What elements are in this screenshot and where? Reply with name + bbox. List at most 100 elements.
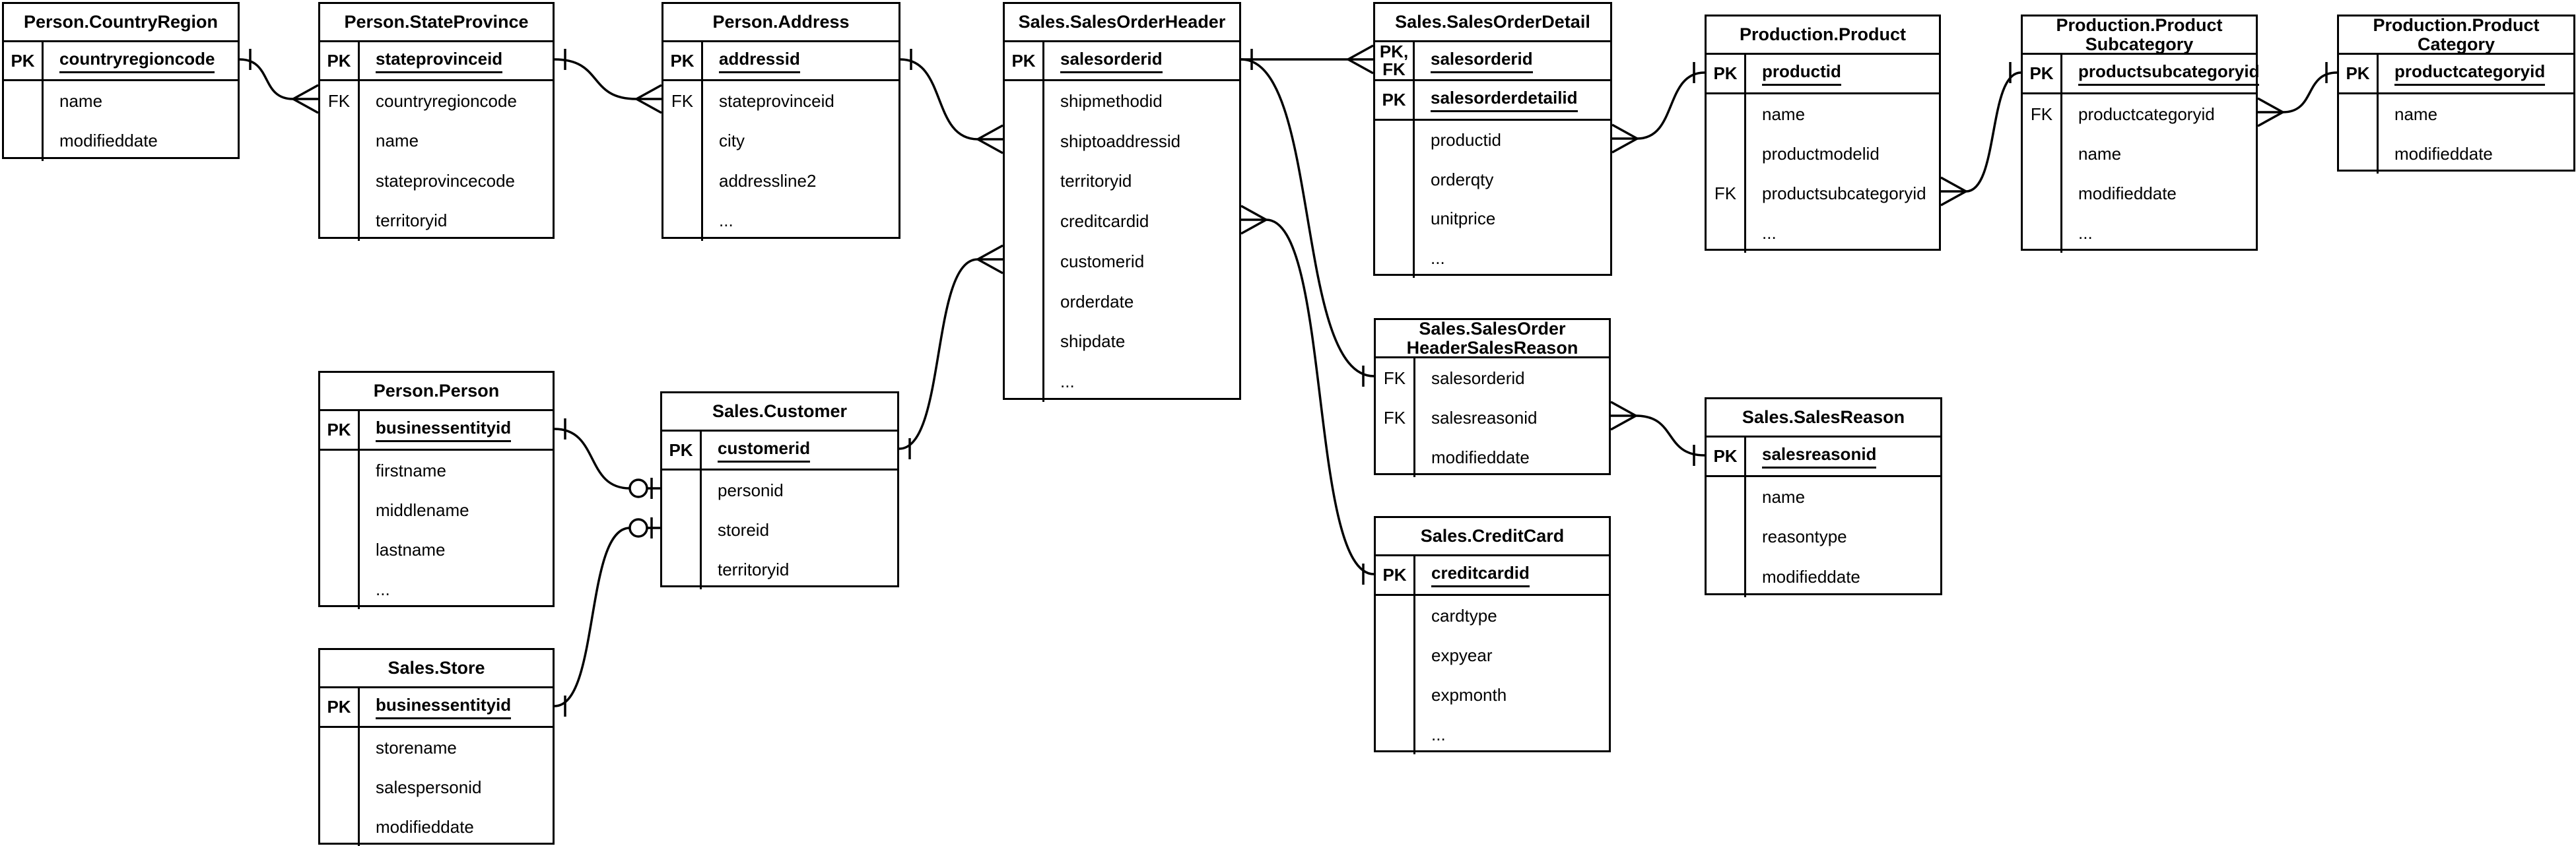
connector-glyph-segment: [1347, 58, 1374, 75]
entity-title: Person.StateProvince: [320, 4, 553, 42]
field-name: cardtype: [1431, 605, 1497, 626]
key-badge: FK: [663, 81, 703, 121]
connector-glyph-segment: [977, 124, 1003, 141]
field-cell: businessentityid: [360, 411, 553, 449]
field-name: customerid: [1060, 251, 1145, 271]
connector-glyph-segment: [2257, 97, 2284, 114]
field-cell: ...: [703, 201, 898, 242]
table-row: PK customerid: [662, 432, 897, 471]
field-name: productmodelid: [1762, 143, 1880, 164]
key-field-name: salesreasonid: [1762, 444, 1877, 469]
field-cell: countryregioncode: [44, 42, 238, 79]
key-badge-empty: [1005, 121, 1044, 162]
entity-title-line: Production.Product: [1740, 24, 1906, 44]
field-name: name: [59, 90, 103, 111]
field-cell: customerid: [702, 432, 897, 469]
key-badge: PK: [1005, 42, 1044, 79]
key-badge: PK: [662, 432, 702, 469]
connector-line: [1965, 71, 2021, 193]
field-cell: ...: [1415, 239, 1610, 278]
field-name: shipdate: [1060, 331, 1126, 352]
connector-glyph-segment: [977, 258, 1003, 275]
entity-title: Sales.SalesOrderDetail: [1375, 4, 1610, 42]
table-row: modifieddate: [1376, 438, 1609, 477]
field-cell: name: [2379, 94, 2573, 134]
field-cell: creditcardid: [1044, 201, 1239, 242]
connector-glyph-segment: [1611, 137, 1638, 154]
zero-circle-glyph: [628, 518, 648, 538]
field-cell: countryregioncode: [360, 81, 553, 121]
table-row: name: [320, 121, 553, 161]
key-badge-empty: [2339, 134, 2379, 174]
connector-salesorderheader-salesorderdetail: [1241, 44, 1374, 75]
key-badge: PK: [1376, 556, 1415, 594]
field-cell: unitprice: [1415, 199, 1610, 239]
field-cell: shipmethodid: [1044, 81, 1239, 121]
entity-title-line: HeaderSalesReason: [1406, 337, 1578, 358]
field-cell: addressid: [703, 42, 898, 79]
key-badge-empty: [1005, 321, 1044, 362]
key-badge-empty: [320, 728, 360, 767]
table-row: shipmethodid: [1005, 81, 1239, 121]
field-cell: productcategoryid: [2062, 94, 2256, 134]
field-name: creditcardid: [1060, 211, 1149, 232]
field-name: countryregioncode: [376, 90, 517, 111]
field-name: lastname: [376, 539, 446, 560]
key-badge: FK: [1376, 398, 1415, 438]
field-cell: creditcardid: [1415, 556, 1609, 594]
field-cell: salesorderid: [1415, 42, 1610, 79]
field-cell: productid: [1415, 121, 1610, 160]
field-cell: name: [1746, 94, 1939, 134]
table-row: salespersonid: [320, 767, 553, 807]
table-row: ...: [1707, 213, 1939, 253]
key-badge-empty: [1375, 160, 1415, 199]
table-row: ...: [1375, 238, 1610, 278]
connector-line: [554, 428, 630, 490]
key-badge-empty: [320, 161, 360, 201]
field-cell: stateprovinceid: [703, 81, 898, 121]
key-badge-empty: [1707, 557, 1746, 597]
table-row: modifieddate: [320, 807, 553, 846]
entity-title-line: Sales.SalesOrderDetail: [1395, 12, 1590, 32]
entity-title-line: Person.Person: [373, 381, 500, 401]
connector-glyph-segment: [1610, 414, 1637, 431]
connector-glyph-segment: [1610, 401, 1637, 417]
field-name: productsubcategoryid: [1762, 183, 1926, 203]
table-row: ...: [2023, 213, 2256, 253]
key-badge-empty: [320, 201, 360, 241]
key-badge-empty: [1707, 94, 1746, 134]
field-name: stateprovinceid: [719, 90, 834, 111]
table-row: territoryid: [1005, 161, 1239, 202]
table-row: storename: [320, 728, 553, 767]
key-badge-empty: [1005, 161, 1044, 202]
connector-line: [239, 58, 294, 100]
key-badge-empty: [662, 471, 702, 510]
field-name: ...: [376, 579, 390, 599]
field-name: modifieddate: [376, 816, 474, 837]
table-row: name: [1707, 94, 1939, 134]
key-badge-empty: [1005, 201, 1044, 242]
key-badge: PK: [1707, 55, 1746, 92]
field-cell: ...: [1746, 213, 1939, 253]
key-badge-empty: [1376, 715, 1415, 754]
table-row: shiptoaddressid: [1005, 121, 1239, 162]
table-row: reasontype: [1707, 517, 1940, 558]
entity-title: Person.CountryRegion: [4, 4, 238, 42]
key-field-name: customerid: [718, 438, 811, 463]
connector-product-productsubcategory: [1940, 62, 2021, 207]
field-cell: customerid: [1044, 242, 1239, 282]
